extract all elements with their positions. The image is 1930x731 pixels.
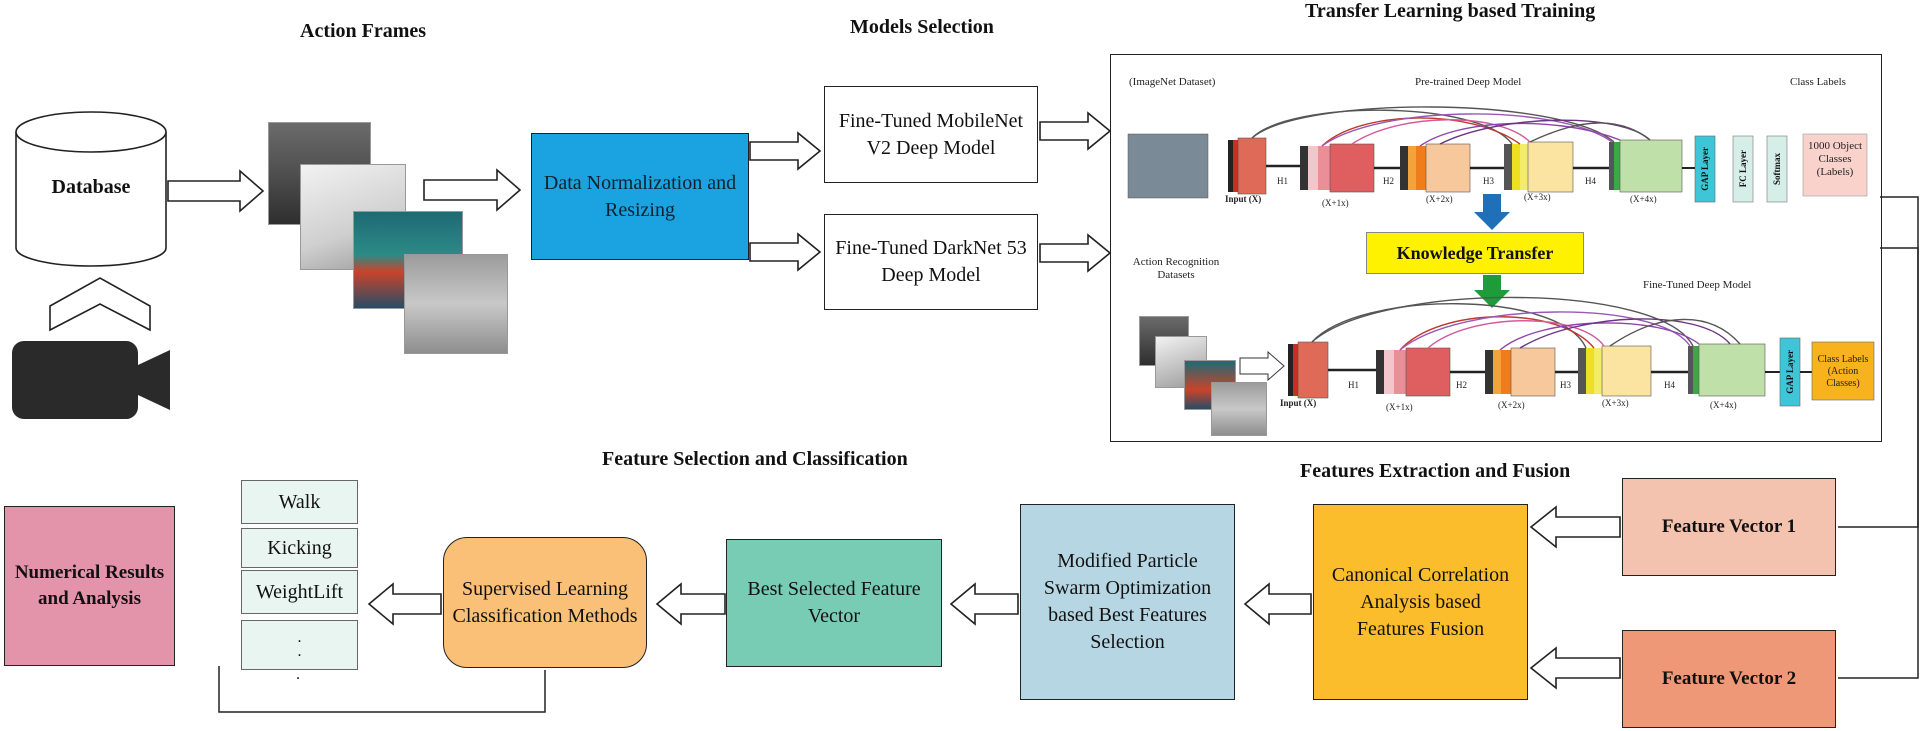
x3-label-2: (X+3x) xyxy=(1602,398,1629,408)
database-cylinder xyxy=(15,111,167,267)
h2-label: H2 xyxy=(1383,176,1394,186)
class-ellipsis-dot: . xyxy=(297,628,302,646)
connector-line xyxy=(218,666,546,713)
input-x-label: Input (X) xyxy=(1225,194,1262,204)
block-arrow xyxy=(1039,111,1112,151)
class-item-more: . . xyxy=(241,620,358,670)
cca-fusion-box: Canonical Correlation Analysis based Fea… xyxy=(1313,504,1528,700)
block-arrow xyxy=(949,582,1019,626)
heading-models-selection: Models Selection xyxy=(850,16,994,38)
action-classes-label: Class Labels (Action Classes) xyxy=(1817,354,1869,389)
gap-layer-top: GAP Layer xyxy=(1700,147,1710,191)
finetuned-model-label: Fine-Tuned Deep Model xyxy=(1643,279,1752,291)
block-arrow xyxy=(655,582,726,626)
h4-label: H4 xyxy=(1585,176,1596,186)
data-normalization-box: Data Normalization and Resizing xyxy=(531,133,749,260)
down-arrow-green xyxy=(1474,275,1510,308)
h3-label-2: H3 xyxy=(1560,380,1571,390)
mobilenet-model-label: Fine-Tuned MobileNet V2 Deep Model xyxy=(838,109,1024,159)
x2-label: (X+2x) xyxy=(1426,194,1453,204)
x1-label-2: (X+1x) xyxy=(1386,402,1413,412)
knowledge-transfer-label: Knowledge Transfer xyxy=(1396,242,1554,263)
class-item-kicking: Kicking xyxy=(241,528,358,568)
h2-label-2: H2 xyxy=(1456,380,1467,390)
h1-label: H1 xyxy=(1277,176,1288,186)
class-labels-label: Class Labels xyxy=(1790,76,1846,88)
class-ellipsis-dot: . xyxy=(296,666,300,683)
x4-label-2: (X+4x) xyxy=(1710,400,1737,410)
data-normalization-label: Data Normalization and Resizing xyxy=(543,171,737,221)
x1-label: (X+1x) xyxy=(1322,198,1349,208)
block-arrow xyxy=(167,169,265,213)
h1-label-2: H1 xyxy=(1348,380,1359,390)
pso-selection-box: Modified Particle Swarm Optimization bas… xyxy=(1020,504,1235,700)
class-walk-label: Walk xyxy=(278,490,321,513)
finetuned-network xyxy=(1239,296,1875,407)
cca-fusion-label: Canonical Correlation Analysis based Fea… xyxy=(1331,563,1510,640)
block-arrow xyxy=(1529,505,1621,549)
block-arrow xyxy=(1529,646,1621,690)
class-ellipsis-dot: . xyxy=(297,643,302,660)
object-classes-label: 1000 Object Classes (Labels) xyxy=(1807,140,1863,179)
feature-vector-1-box: Feature Vector 1 xyxy=(1622,478,1836,576)
connector-line xyxy=(1838,247,1919,679)
class-item-weightlift: WeightLift xyxy=(241,570,358,614)
class-item-walk: Walk xyxy=(241,480,358,524)
database-label: Database xyxy=(51,176,131,198)
knowledge-transfer-box: Knowledge Transfer xyxy=(1366,232,1584,274)
h3-label: H3 xyxy=(1483,176,1494,186)
h4-label-2: H4 xyxy=(1664,380,1675,390)
softmax-layer: Softmax xyxy=(1772,153,1782,185)
supervised-classification-box: Supervised Learning Classification Metho… xyxy=(443,537,647,668)
pretrained-network xyxy=(1127,106,1868,203)
input-x-label-2: Input (X) xyxy=(1280,398,1317,408)
numerical-results-box: Numerical Results and Analysis xyxy=(4,506,175,666)
block-arrow xyxy=(423,168,522,212)
block-arrow xyxy=(749,131,822,171)
fc-layer: FC Layer xyxy=(1738,150,1748,188)
panel-frame-4 xyxy=(1211,382,1267,436)
x4-label: (X+4x) xyxy=(1630,194,1657,204)
heading-feature-selection: Feature Selection and Classification xyxy=(602,448,908,470)
block-arrow xyxy=(367,582,442,626)
block-arrow xyxy=(1243,582,1312,626)
x3-label: (X+3x) xyxy=(1524,192,1551,202)
gap-layer-bottom: GAP Layer xyxy=(1785,350,1795,394)
down-arrow-blue xyxy=(1474,194,1510,230)
camera-icon xyxy=(12,341,170,419)
darknet-model-label: Fine-Tuned DarkNet 53 Deep Model xyxy=(835,237,1027,286)
darknet-model-box: Fine-Tuned DarkNet 53 Deep Model xyxy=(824,214,1038,310)
pretrained-model-label: Pre-trained Deep Model xyxy=(1415,76,1522,88)
class-weightlift-label: WeightLift xyxy=(255,580,344,603)
block-arrow xyxy=(1039,233,1112,273)
class-kicking-label: Kicking xyxy=(267,536,332,559)
action-datasets-label: Action Recognition Datasets xyxy=(1132,256,1220,282)
imagenet-label: (ImageNet Dataset) xyxy=(1129,76,1216,88)
block-arrow xyxy=(49,277,151,332)
best-feature-vector-box: Best Selected Feature Vector xyxy=(726,539,942,667)
numerical-results-label: Numerical Results and Analysis xyxy=(14,562,165,609)
heading-transfer-learning: Transfer Learning based Training xyxy=(1305,0,1596,22)
mobilenet-model-box: Fine-Tuned MobileNet V2 Deep Model xyxy=(824,86,1038,183)
feature-vector-2-label: Feature Vector 2 xyxy=(1661,668,1797,690)
best-feature-vector-label: Best Selected Feature Vector xyxy=(747,578,921,627)
supervised-classification-label: Supervised Learning Classification Metho… xyxy=(452,577,638,627)
transfer-learning-panel xyxy=(1110,54,1882,442)
pso-selection-label: Modified Particle Swarm Optimization bas… xyxy=(1043,550,1212,653)
block-arrow xyxy=(749,232,822,272)
heading-action-frames: Action Frames xyxy=(300,20,427,42)
action-frame-4 xyxy=(404,254,508,354)
feature-vector-1-label: Feature Vector 1 xyxy=(1661,516,1797,538)
heading-features-extraction: Features Extraction and Fusion xyxy=(1300,460,1571,482)
x2-label-2: (X+2x) xyxy=(1498,400,1525,410)
feature-vector-2-box: Feature Vector 2 xyxy=(1622,630,1836,728)
block-arrows xyxy=(49,111,1621,690)
